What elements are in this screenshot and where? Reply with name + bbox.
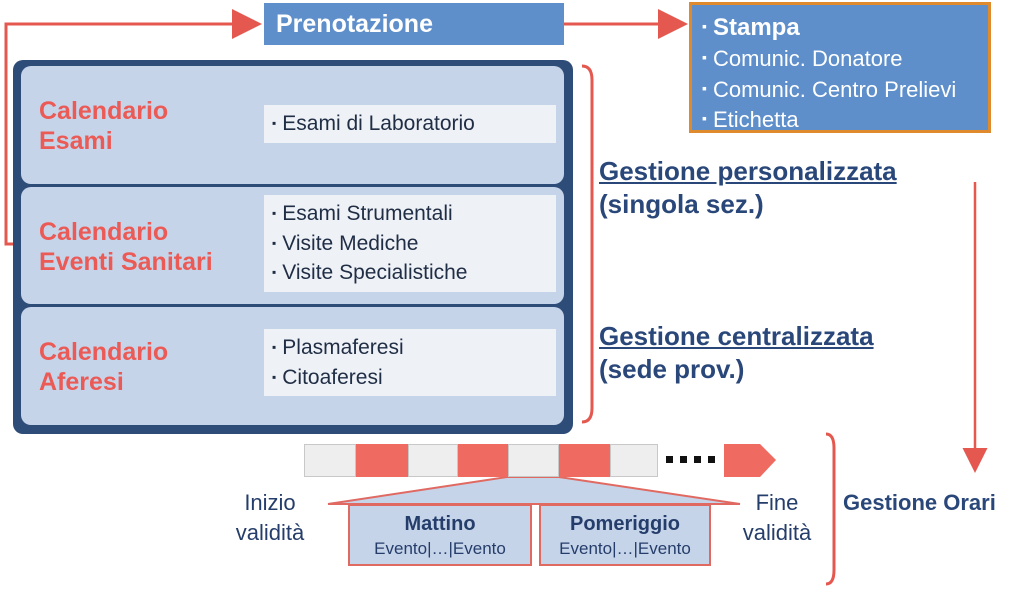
fine-validita-label: Fine validità: [742, 490, 812, 545]
inizio-validita-label: Inizio validità: [235, 490, 305, 545]
calendar-item: ▪Esami Strumentali: [272, 202, 453, 225]
timeline-dot: [680, 456, 687, 463]
prenotazione-box: Prenotazione: [264, 3, 564, 45]
calendar-items: ▪Plasmaferesi ▪Citoaferesi: [264, 329, 556, 396]
calendar-item: ▪Visite Specialistiche: [272, 261, 468, 284]
slot-pomeriggio: Pomeriggio Evento|…|Evento: [539, 504, 711, 566]
calendar-item: ▪Esami di Laboratorio: [272, 112, 475, 135]
timeline-segment: [408, 444, 458, 477]
stampa-item: ▪Comunic. Donatore: [702, 46, 903, 71]
calendar-items: ▪Esami Strumentali ▪Visite Mediche ▪Visi…: [264, 195, 556, 292]
timeline-segment: [508, 444, 559, 477]
stampa-item: ▪Etichetta: [702, 107, 799, 132]
calendar-items: ▪Esami di Laboratorio: [264, 105, 556, 143]
gestione-personalizzata: Gestione personalizzata (singola sez.): [599, 156, 897, 219]
timeline-segment: [458, 444, 508, 477]
slot-mattino: Mattino Evento|…|Evento: [348, 504, 532, 566]
timeline-dot: [708, 456, 715, 463]
timeline-segment: [559, 444, 610, 477]
timeline-segment: [356, 444, 408, 477]
gestione-orari: Gestione Orari: [843, 490, 996, 515]
brace-calendars: [581, 64, 594, 424]
timeline-segment: [610, 444, 658, 477]
calendar-item: ▪Plasmaferesi: [272, 336, 404, 359]
stampa-title: ▪Stampa: [702, 14, 800, 41]
prenotazione-label: Prenotazione: [276, 10, 433, 38]
timeline-dot: [694, 456, 701, 463]
calendar-item: ▪Visite Mediche: [272, 231, 419, 255]
slot-expansion-funnel: [327, 476, 741, 505]
brace-orari: [825, 432, 836, 586]
calendar-item: ▪Citoaferesi: [272, 365, 383, 389]
timeline-arrowhead: [724, 444, 776, 477]
gestione-centralizzata: Gestione centralizzata (sede prov.): [599, 321, 874, 384]
stampa-box: ▪Stampa ▪Comunic. Donatore ▪Comunic. Cen…: [689, 2, 991, 133]
timeline-segment: [304, 444, 356, 477]
timeline-dot: [666, 456, 673, 463]
stampa-item: ▪Comunic. Centro Prelievi: [702, 76, 957, 102]
